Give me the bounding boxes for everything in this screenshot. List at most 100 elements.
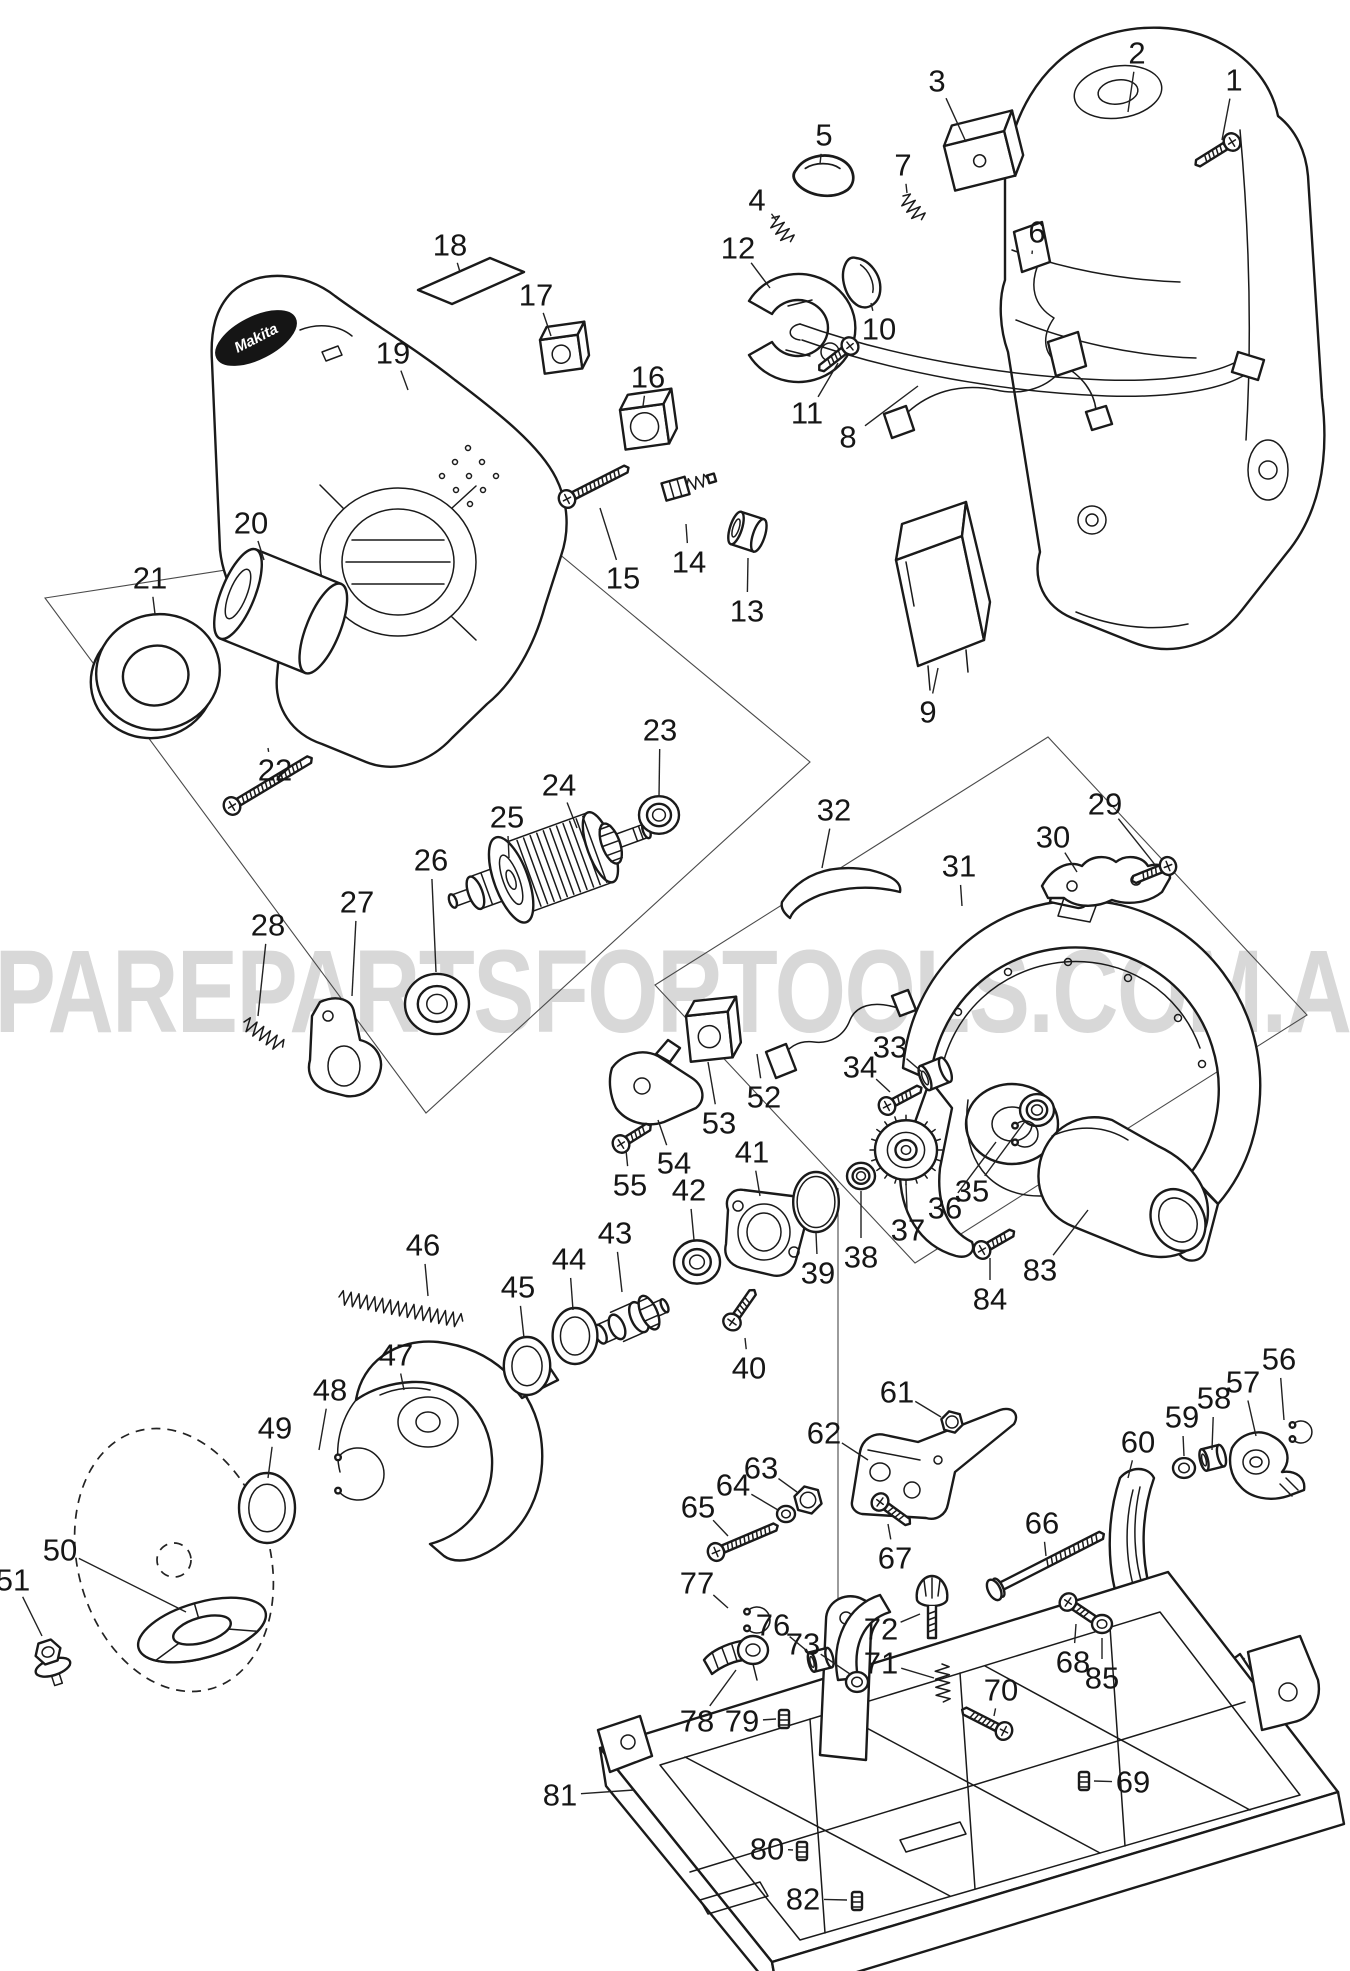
circlip-icon: [334, 1447, 385, 1501]
part-label-68: 68: [1056, 1645, 1090, 1680]
fan-baffle: [747, 272, 857, 384]
part-label-26: 26: [414, 843, 448, 878]
part-label-35: 35: [955, 1174, 989, 1209]
screw-icon: [818, 336, 860, 373]
leader-line-3: [945, 97, 967, 143]
leader-line-43: [616, 1251, 623, 1293]
leader-line-1: [1221, 98, 1231, 141]
leader-line-33: [906, 1058, 923, 1073]
spring-icon: [243, 1017, 285, 1050]
flange-icon: [136, 1596, 268, 1664]
part-label-39: 39: [801, 1256, 835, 1291]
part-label-66: 66: [1025, 1506, 1059, 1541]
leader-line-73: [820, 1653, 851, 1675]
leader-line-26: [431, 878, 437, 973]
leader-line-41: [755, 1170, 761, 1197]
blade-deflector: [780, 866, 902, 920]
clamp-lever-57: [1228, 1431, 1306, 1500]
part-label-1: 1: [1225, 63, 1242, 98]
part-label-28: 28: [251, 908, 285, 943]
leader-line-11: [817, 362, 839, 398]
part-label-8: 8: [839, 420, 856, 455]
part-label-73: 73: [786, 1627, 820, 1662]
leader-line-66: [1043, 1541, 1047, 1557]
part-label-82: 82: [786, 1882, 820, 1917]
part-label-48: 48: [313, 1373, 347, 1408]
part-label-60: 60: [1121, 1425, 1155, 1460]
part-label-41: 41: [735, 1135, 769, 1170]
part-label-83: 83: [1023, 1253, 1057, 1288]
leader-line-71: [901, 1667, 935, 1679]
leader-line-19: [400, 370, 409, 391]
angle-bracket-62: [850, 1407, 1018, 1520]
part-label-29: 29: [1088, 787, 1122, 822]
nut-icon: [793, 1485, 823, 1515]
leader-line-23: [658, 748, 661, 798]
screw-icon: [222, 755, 313, 816]
cylinder-icon: [727, 510, 768, 553]
leader-line-25: [507, 835, 510, 859]
leader-line-64: [751, 1493, 779, 1511]
ring-icon: [237, 1471, 297, 1545]
leader-line-14: [685, 523, 689, 544]
screw-icon: [706, 1522, 779, 1563]
leader-line-83: [1052, 1209, 1089, 1256]
part-label-43: 43: [598, 1216, 632, 1251]
leader-line-52: [756, 1053, 762, 1079]
leader-line-18: [456, 262, 461, 273]
part-label-19: 19: [376, 336, 410, 371]
knob-bolt-icon: [915, 1574, 949, 1640]
part-label-10: 10: [862, 312, 896, 347]
part-label-33: 33: [873, 1030, 907, 1065]
part-label-23: 23: [643, 713, 677, 748]
part-label-45: 45: [501, 1270, 535, 1305]
part-label-81: 81: [543, 1778, 577, 1813]
leader-line-50: [78, 1557, 187, 1613]
vent-holes: [438, 444, 500, 508]
cylinder-icon: [806, 1646, 835, 1673]
screw-icon: [557, 464, 630, 510]
leader-line-76: [789, 1636, 813, 1656]
screw-icon: [1194, 132, 1242, 168]
leader-line-46: [424, 1263, 429, 1297]
part-label-21: 21: [133, 561, 167, 596]
bearing-icon: [672, 1239, 722, 1285]
box3d-icon: [618, 387, 679, 451]
part-label-64: 64: [716, 1468, 750, 1503]
leader-line-27: [351, 920, 357, 997]
part-label-17: 17: [519, 278, 553, 313]
leader-line-79: [762, 1718, 777, 1721]
leader-line-34: [875, 1078, 891, 1093]
screw-icon: [870, 1492, 912, 1527]
leader-line-39: [815, 1232, 818, 1255]
lever-icon: [792, 154, 855, 198]
washer-icon: [844, 1670, 870, 1694]
leader-line-9: [931, 667, 939, 694]
cylinder-icon: [213, 547, 349, 675]
ring-icon: [89, 612, 222, 740]
part-label-38: 38: [844, 1240, 878, 1275]
leader-line-13: [746, 557, 749, 593]
spring-icon: [901, 193, 926, 221]
leader-line-35: [984, 1119, 1027, 1177]
part-label-49: 49: [258, 1411, 292, 1446]
leader-line-42: [690, 1208, 695, 1241]
leader-line-53: [707, 1061, 716, 1105]
leader-line-2: [1127, 71, 1135, 113]
part-label-20: 20: [234, 506, 268, 541]
screw-icon: [611, 1122, 652, 1154]
leader-line-4: [770, 213, 777, 221]
leader-line-58: [1211, 1416, 1214, 1451]
long-bolt-icon: [985, 1530, 1106, 1602]
box3d-icon: [538, 320, 591, 375]
leader-line-78: [709, 1669, 737, 1707]
generated-part-icons: [34, 109, 1313, 1912]
dust-box: [894, 500, 992, 691]
leader-line-8: [864, 385, 919, 427]
part-label-12: 12: [721, 231, 755, 266]
part-label-58: 58: [1197, 1381, 1231, 1416]
part-label-9: 9: [919, 695, 936, 730]
leader-line-21: [152, 596, 156, 615]
circlip-icon: [1288, 1420, 1313, 1444]
